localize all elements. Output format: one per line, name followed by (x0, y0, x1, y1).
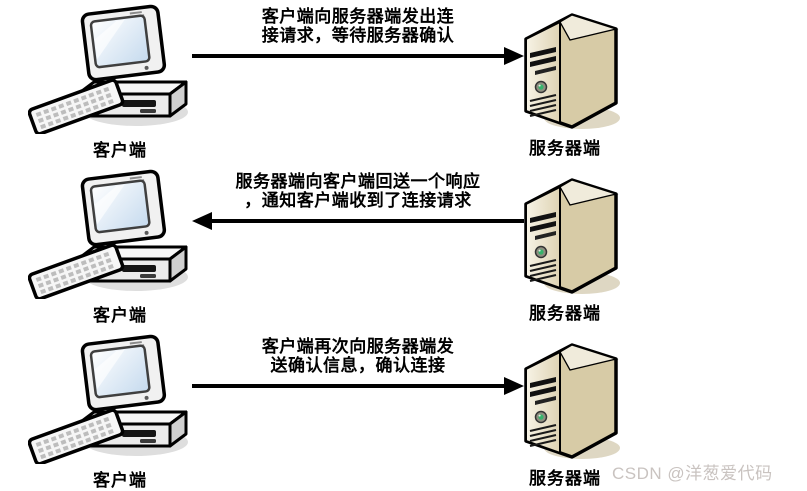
handshake-step-1: 客户端向服务器端发出连 接请求，等待服务器确认 客户端 服务器端 (0, 0, 807, 165)
arrow-head-right-icon (504, 47, 524, 65)
arrow-server-to-client (192, 212, 524, 230)
server-label: 服务器端 (529, 469, 601, 488)
server-icon (514, 5, 626, 131)
step-2-message-line-1: 服务器端向客户端回送一个响应 (235, 172, 481, 191)
arrow-client-to-server (192, 377, 524, 395)
client-computer-icon (28, 332, 198, 464)
step-2-message: 服务器端向客户端回送一个响应 ，通知客户端收到了连接请求 (180, 172, 536, 210)
csdn-watermark: CSDN @洋葱爱代码 (612, 464, 773, 483)
server-label: 服务器端 (529, 139, 601, 158)
client-label: 客户端 (93, 306, 147, 325)
client-label: 客户端 (93, 471, 147, 490)
arrow-shaft (192, 54, 507, 58)
arrow-head-right-icon (504, 377, 524, 395)
arrow-head-left-icon (192, 212, 212, 230)
step-3-message-line-1: 客户端再次向服务器端发 (261, 337, 455, 356)
server-icon (514, 335, 626, 461)
client-computer-icon (28, 2, 198, 134)
client-computer-icon (28, 167, 198, 299)
server-icon (514, 170, 626, 296)
step-1-message: 客户端向服务器端发出连 接请求，等待服务器确认 (180, 7, 536, 45)
step-1-message-line-2: 接请求，等待服务器确认 (261, 26, 455, 45)
handshake-step-3: 客户端再次向服务器端发 送确认信息，确认连接 客户端 服务器端 (0, 330, 807, 491)
arrow-shaft (209, 219, 524, 223)
arrow-client-to-server (192, 47, 524, 65)
server-label: 服务器端 (529, 304, 601, 323)
step-2-message-line-2: ，通知客户端收到了连接请求 (244, 191, 472, 210)
step-1-message-line-1: 客户端向服务器端发出连 (261, 7, 455, 26)
arrow-shaft (192, 384, 507, 388)
handshake-step-2: 服务器端向客户端回送一个响应 ，通知客户端收到了连接请求 客户端 服务器端 (0, 165, 807, 330)
client-label: 客户端 (93, 141, 147, 160)
step-3-message: 客户端再次向服务器端发 送确认信息，确认连接 (180, 337, 536, 375)
step-3-message-line-2: 送确认信息，确认连接 (270, 356, 446, 375)
